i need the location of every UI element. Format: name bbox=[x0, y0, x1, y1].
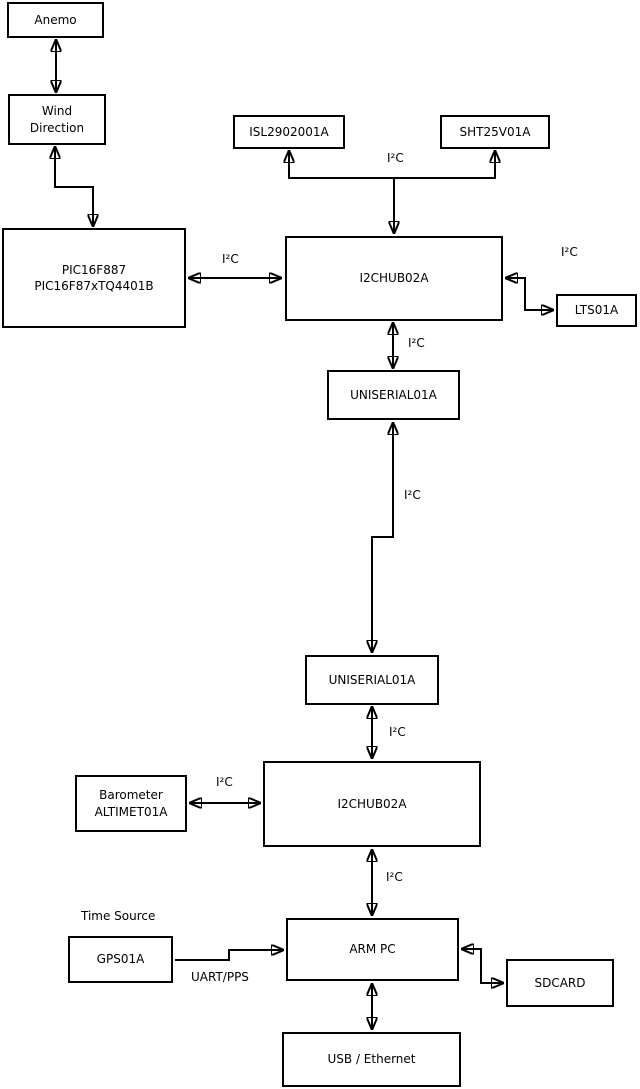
node-i2chub02a-top: I2CHUB02A bbox=[285, 236, 503, 321]
edge-label-i2c-hub1-sensors: I²C bbox=[387, 151, 404, 165]
node-sdcard-label: SDCARD bbox=[534, 975, 586, 990]
edge-label-i2c-hub1-lts: I²C bbox=[561, 245, 578, 259]
edge-label-i2c-hub1-uniserial1: I²C bbox=[408, 336, 425, 350]
edge-uniserial-top-uniserial-bottom bbox=[372, 422, 393, 653]
node-barometer-altimet01a: Barometer ALTIMET01A bbox=[75, 775, 187, 832]
edge-winddirection-pic bbox=[55, 146, 93, 227]
edge-label-i2c-uniserial1-uniserial2: I²C bbox=[404, 488, 421, 502]
annotation-time-source: Time Source bbox=[81, 909, 156, 923]
node-i2chub02a-bottom-label: I2CHUB02A bbox=[337, 796, 407, 811]
node-isl2902001a-label: ISL2902001A bbox=[249, 124, 329, 139]
node-usb-ethernet-label: USB / Ethernet bbox=[327, 1052, 416, 1067]
node-gps01a-label: GPS01A bbox=[96, 952, 145, 967]
edge-gps-armpc bbox=[175, 950, 284, 961]
node-wind-direction: Wind Direction bbox=[8, 94, 106, 145]
node-sht25v01a-label: SHT25V01A bbox=[459, 124, 531, 139]
node-arm-pc-label: ARM PC bbox=[349, 942, 396, 957]
node-arm-pc: ARM PC bbox=[286, 918, 459, 981]
node-sht25v01a: SHT25V01A bbox=[440, 115, 550, 149]
node-barometer-altimet01a-label: Barometer ALTIMET01A bbox=[94, 788, 168, 819]
node-uniserial01a-bottom-label: UNISERIAL01A bbox=[328, 672, 416, 687]
edge-label-i2c-barometer-hub2: I²C bbox=[216, 775, 233, 789]
node-usb-ethernet: USB / Ethernet bbox=[282, 1032, 461, 1087]
node-lts01a: LTS01A bbox=[556, 294, 637, 327]
edge-label-i2c-uniserial2-hub2: I²C bbox=[389, 725, 406, 739]
node-sdcard: SDCARD bbox=[506, 959, 614, 1007]
node-uniserial01a-top-label: UNISERIAL01A bbox=[350, 387, 437, 402]
node-pic16f887-label: PIC16F887 PIC16F87xTQ4401B bbox=[34, 262, 154, 293]
node-gps01a: GPS01A bbox=[68, 936, 173, 983]
node-wind-direction-label: Wind Direction bbox=[29, 104, 85, 135]
node-lts01a-label: LTS01A bbox=[574, 303, 619, 318]
node-isl2902001a: ISL2902001A bbox=[233, 115, 345, 149]
node-uniserial01a-top: UNISERIAL01A bbox=[327, 370, 460, 420]
edge-label-uart-pps: UART/PPS bbox=[191, 970, 249, 984]
node-i2chub02a-bottom: I2CHUB02A bbox=[263, 761, 481, 847]
node-anemo-label: Anemo bbox=[34, 12, 77, 27]
edge-label-i2c-pic-hub1: I²C bbox=[222, 252, 239, 266]
node-pic16f887: PIC16F887 PIC16F87xTQ4401B bbox=[2, 228, 186, 328]
node-i2chub02a-top-label: I2CHUB02A bbox=[359, 271, 429, 286]
node-uniserial01a-bottom: UNISERIAL01A bbox=[305, 655, 439, 705]
edge-i2chub-top-sensors-branch bbox=[289, 150, 495, 179]
edge-i2chub-top-lts bbox=[505, 278, 554, 310]
edge-armpc-sdcard bbox=[461, 949, 504, 983]
node-anemo: Anemo bbox=[7, 2, 104, 38]
edge-label-i2c-hub2-armpc: I²C bbox=[386, 870, 403, 884]
